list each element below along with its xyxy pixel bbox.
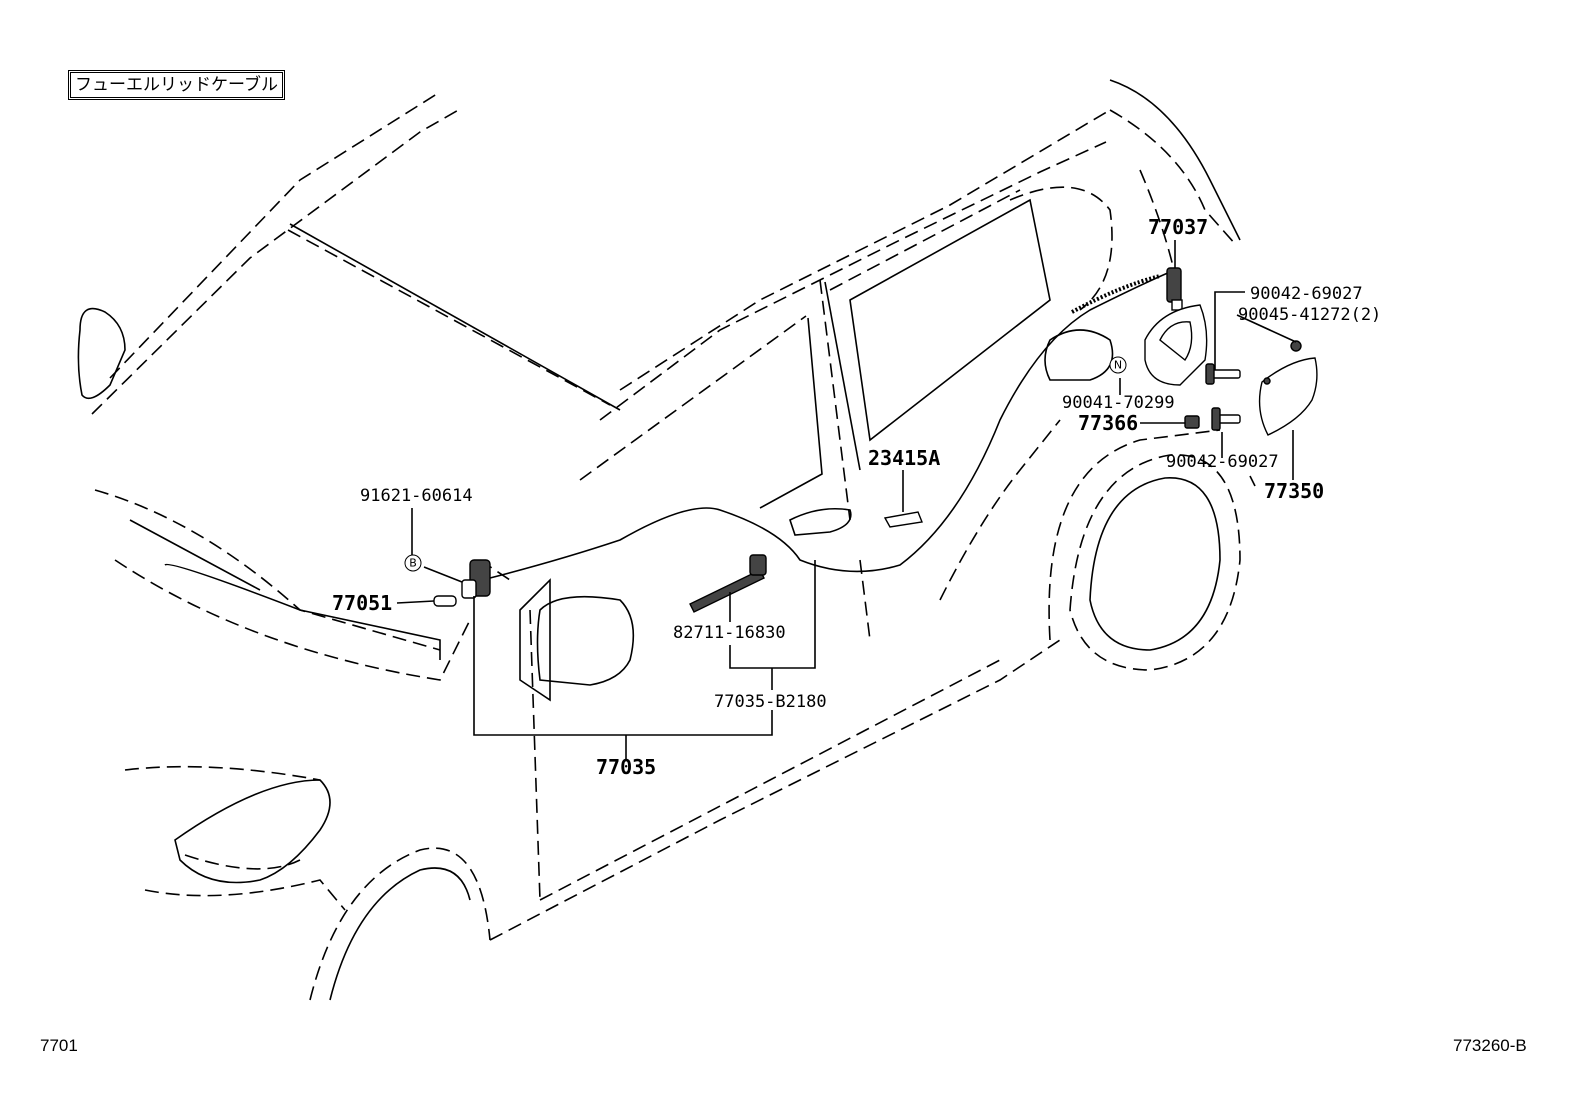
part-label-90041-70299: 90041-70299	[1062, 393, 1175, 413]
lever-cap-icon	[433, 595, 457, 607]
footer-figure-number: 7701	[40, 1036, 78, 1055]
part-label-77037: 77037	[1148, 215, 1209, 239]
opener-lever-icon	[461, 559, 491, 599]
screw-icon	[1205, 363, 1241, 385]
leader-lines	[396, 240, 1297, 760]
part-label-77366: 77366	[1078, 411, 1139, 435]
part-label-23415a: 23415A	[868, 446, 941, 470]
part-label-77051: 77051	[332, 591, 393, 615]
clip-icon	[1290, 340, 1302, 352]
retainer-icon	[1184, 415, 1200, 429]
part-label-90042-69027-bottom: 90042-69027	[1166, 452, 1279, 472]
part-label-91621-60614: 91621-60614	[360, 486, 473, 506]
caution-label-icon	[883, 511, 923, 528]
fuel-lid-icon	[1258, 357, 1318, 436]
parts-group	[433, 267, 1318, 613]
part-label-90045-41272: 90045-41272(2)	[1238, 305, 1382, 325]
part-label-77350: 77350	[1264, 479, 1325, 503]
vehicle-body-outline	[77, 79, 1241, 1001]
marker-n: N	[1109, 356, 1127, 374]
marker-n-text: N	[1114, 359, 1122, 372]
cable-tie-icon	[689, 554, 767, 613]
part-label-77035: 77035	[596, 755, 657, 779]
fuel-filler-housing-icon	[1144, 304, 1208, 386]
marker-b: B	[404, 554, 422, 572]
diagram-title: フューエルリッドケーブル	[68, 70, 285, 100]
screw-icon	[1211, 407, 1241, 431]
fuel-lid-cable-route	[489, 271, 1171, 579]
part-label-82711-16830: 82711-16830	[673, 623, 786, 643]
marker-b-text: B	[409, 557, 417, 570]
part-label-77035-b2180: 77035-B2180	[714, 692, 827, 712]
part-label-90042-69027-top: 90042-69027	[1250, 284, 1363, 304]
fuel-lid-lock-icon	[1166, 267, 1183, 311]
footer-illustration-code: 773260-B	[1453, 1036, 1527, 1055]
